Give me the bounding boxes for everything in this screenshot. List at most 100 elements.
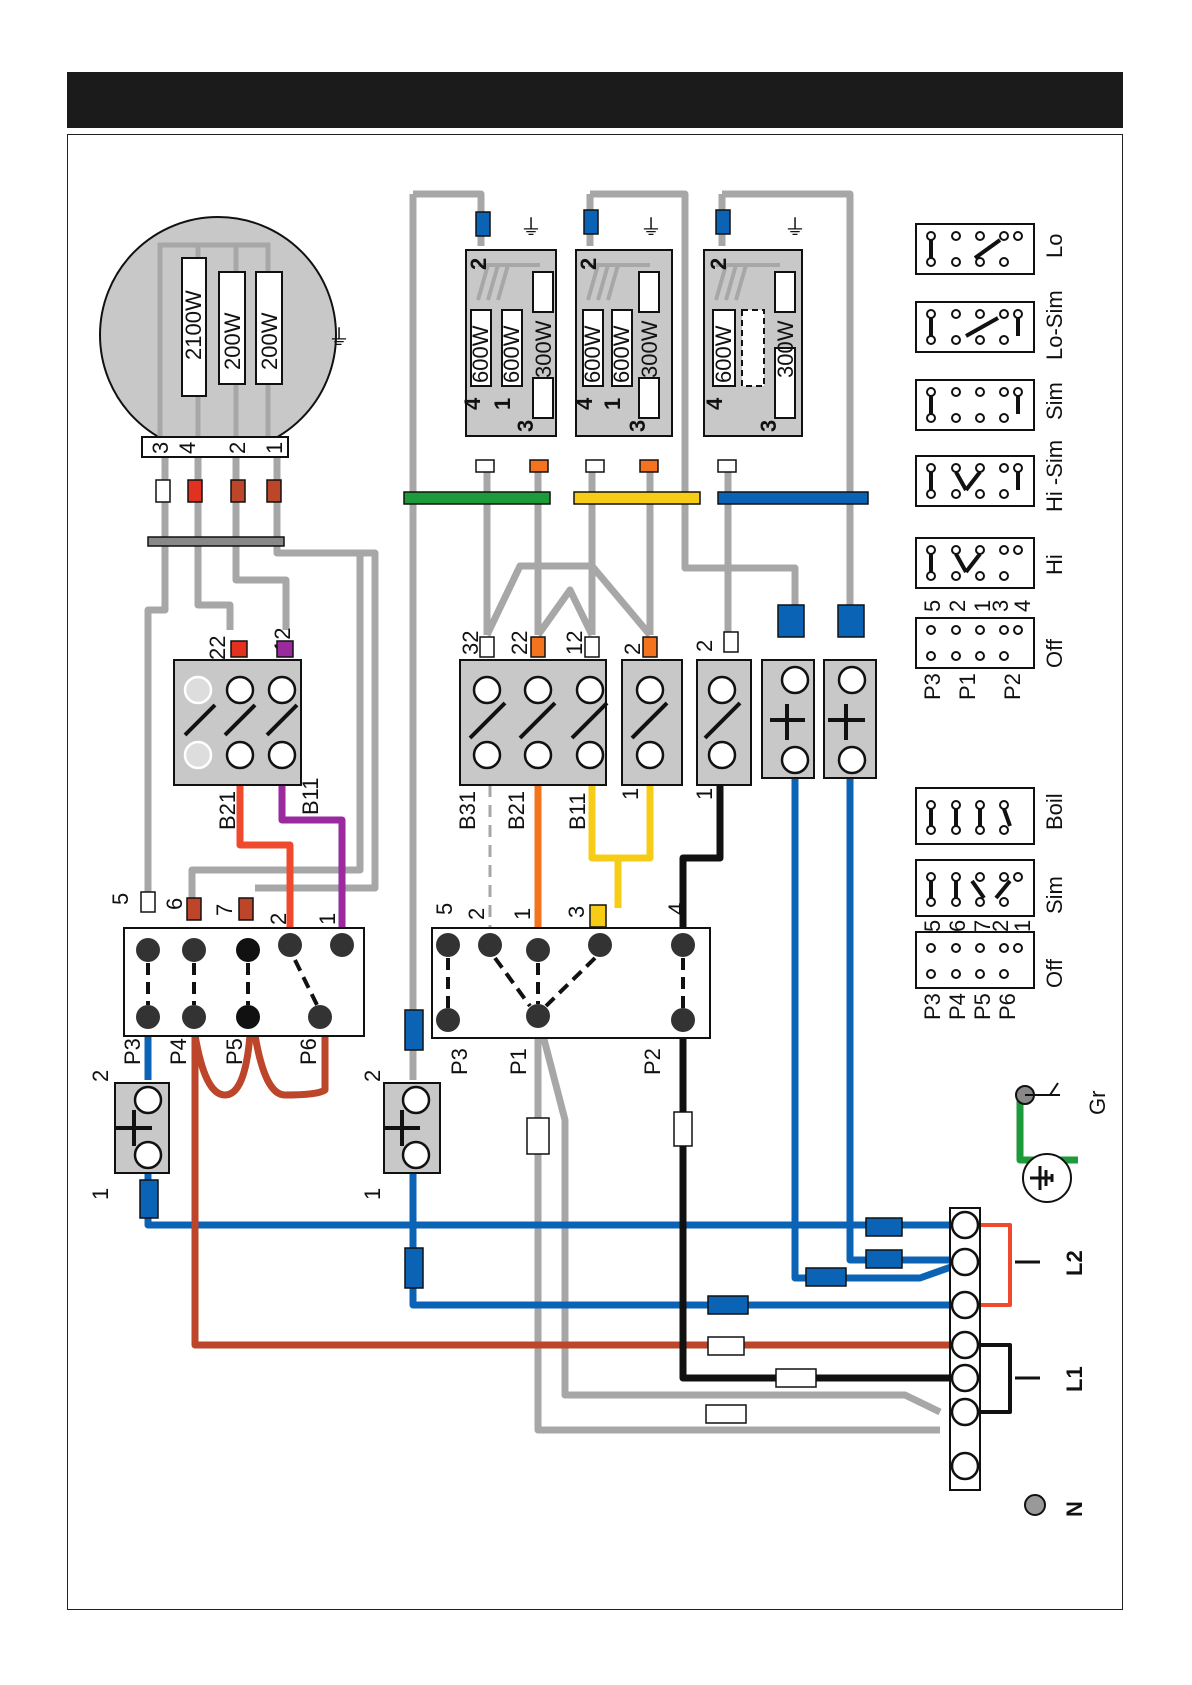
terminal-label: 6 (162, 898, 187, 910)
mode-label: Boil (1042, 793, 1067, 830)
safety-switch-c (762, 605, 814, 778)
terminal-label: 3 (148, 442, 173, 454)
connector-white (476, 460, 494, 472)
label-n: N (1062, 1501, 1087, 1517)
wire-blue-bottom (148, 1168, 965, 1225)
wire-grey-hp1-top (413, 194, 481, 246)
terminal-label: 22 (205, 636, 230, 660)
terminal-label: 22 (507, 631, 532, 655)
pin-label: 1 (1010, 920, 1035, 932)
hotplate-large: 2100W 200W 200W ⏚ 3 4 2 1 (100, 217, 350, 457)
resistor-label: 200W (220, 312, 245, 370)
hotplate-1: 600W 600W 300W 2 4 1 3 ⏚ (460, 212, 556, 472)
resistor-label: 600W (468, 325, 493, 383)
terminal-label: P1 (506, 1048, 531, 1075)
row-label: P4 (945, 993, 970, 1020)
connector-orange (530, 460, 548, 472)
terminal-label: 2 (706, 258, 731, 270)
resistor-label: 300W (773, 320, 798, 378)
switch-table-right: Lo Lo-Sim Sim Hi -Sim Hi Off P3 P1 P2 5 … (916, 224, 1067, 700)
connector-white (156, 480, 170, 502)
hotplate-3: 600W 300W 2 4 3 ⏚ (702, 210, 806, 472)
mode-boil-box (916, 788, 1034, 844)
terminal-label: 2 (464, 908, 489, 920)
terminal-label: 7 (212, 904, 237, 916)
earth-symbol: ⏚ (520, 215, 542, 240)
earth-symbol: ⏚ (784, 215, 806, 240)
terminal-label: 2 (360, 1070, 385, 1082)
terminal-label: 2 (576, 258, 601, 270)
wire-grey-cross1 (487, 566, 650, 635)
terminal-label: 2 (88, 1070, 113, 1082)
terminal-label: P3 (447, 1048, 472, 1075)
row-label: P3 (920, 673, 945, 700)
terminal-label: B21 (504, 791, 529, 830)
terminal-label: 2 (466, 258, 491, 270)
row-label: P1 (955, 673, 980, 700)
row-label: P3 (920, 993, 945, 1020)
resistor-label: 600W (711, 325, 736, 383)
resistor-label: 2100W (181, 290, 206, 360)
thermostat-mid: 2 1 (360, 1070, 440, 1200)
wire-grey-3 (148, 457, 165, 900)
connector-white (586, 460, 604, 472)
terminal-label: P3 (120, 1038, 145, 1065)
resistor-label: 600W (609, 325, 634, 383)
energy-switch-d: 2 1 (692, 632, 751, 800)
mode-label: Off (1042, 638, 1067, 668)
connector-blue (584, 210, 598, 234)
wire-yellow-1 (592, 785, 618, 908)
terminal-label: P4 (166, 1038, 191, 1065)
wire-black-p2 (683, 1020, 965, 1378)
terminal-label: 5 (108, 893, 133, 905)
wire-green-earth (1020, 1098, 1078, 1160)
terminal-label: B11 (298, 777, 323, 815)
connector-orange (640, 460, 658, 472)
energy-switch-a: 22 12 B21 B11 (174, 628, 323, 830)
resistor-label: 300W (637, 320, 662, 378)
selector-switch-mid: 5 2 1 3 4 P3 P1 P2 (432, 903, 710, 1075)
terminal-label: 1 (262, 442, 287, 454)
terminal-label: 2 (692, 640, 717, 652)
label-gr: Gr (1085, 1091, 1110, 1115)
terminal-label: 4 (460, 397, 485, 410)
connector-blue (716, 210, 730, 234)
resistor-label: 200W (257, 312, 282, 370)
hotplate-2: 600W 600W 300W 2 4 1 3 ⏚ (572, 210, 672, 472)
terminal-label: 4 (572, 397, 597, 410)
terminal-label: 2 (225, 442, 250, 454)
pin-label: 5 (920, 600, 945, 612)
terminal-label: 2 (266, 913, 291, 925)
connector-red (188, 480, 202, 502)
terminal-label: 4 (664, 903, 689, 915)
resistor-label: 600W (580, 325, 605, 383)
jumper-red-l2 (980, 1225, 1010, 1305)
switch-table-left: Boil Sim Off P3 P4 P5 P6 5 6 7 2 1 (916, 788, 1067, 1020)
label-l1: L1 (1062, 1366, 1087, 1392)
row-label: P2 (1000, 673, 1025, 700)
connector-brown (231, 480, 245, 502)
terminal-label: 4 (175, 442, 200, 454)
terminal-label: 1 (510, 908, 535, 920)
terminal-label: 1 (490, 398, 515, 410)
earth-symbol: ⏚ (328, 325, 350, 350)
busbar-yellow (574, 492, 700, 504)
resistor-label: 300W (531, 320, 556, 378)
terminal-label: 1 (600, 398, 625, 410)
terminal-label: 2 (620, 643, 645, 655)
earth-symbol: ⏚ (640, 215, 662, 240)
terminal-label: 3 (564, 906, 589, 918)
connector-brown (267, 480, 281, 502)
mains-terminal-block: L2 L1 N Gr (950, 1083, 1110, 1517)
pin-label: 2 (945, 600, 970, 612)
connector-blue (476, 212, 490, 236)
mode-label: Sim (1042, 876, 1067, 914)
jumper-black-l1 (980, 1345, 1010, 1412)
terminal-label: 1 (618, 788, 643, 800)
mode-label: Off (1042, 958, 1067, 988)
terminal-label: B31 (455, 791, 480, 830)
mode-label: Lo-Sim (1042, 290, 1067, 360)
label-l2: L2 (1062, 1250, 1087, 1276)
terminal-label: P2 (640, 1048, 665, 1075)
safety-switch-d (824, 605, 876, 778)
